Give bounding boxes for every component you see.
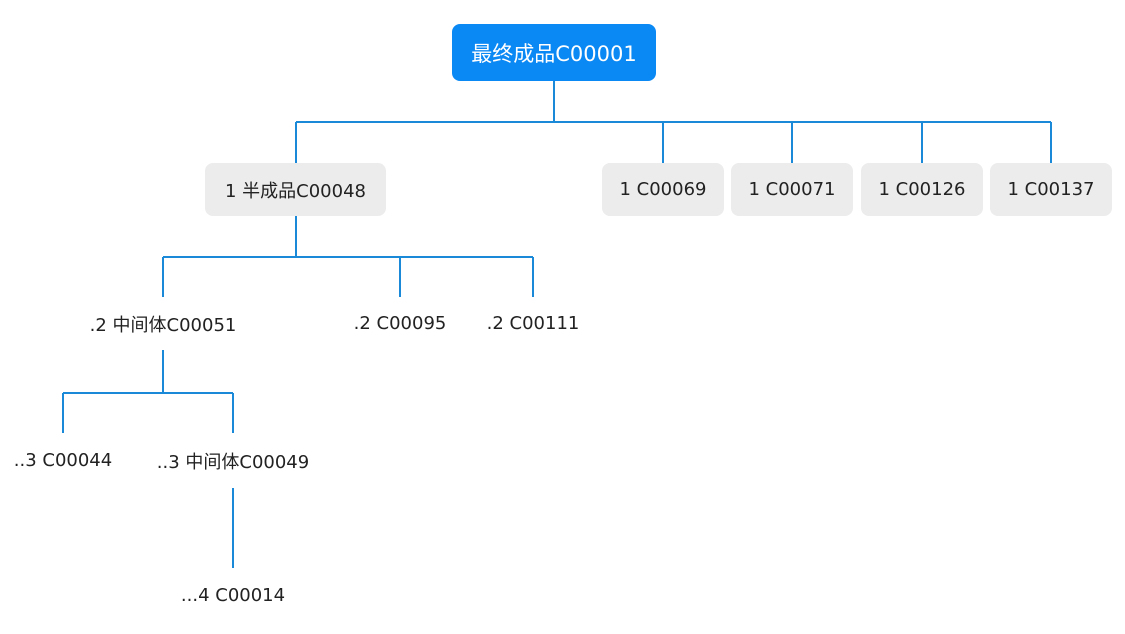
node-level2[interactable]: .2 C00095 — [353, 313, 447, 334]
node-level3[interactable]: ..3 C00044 — [13, 450, 113, 471]
node-root[interactable]: 最终成品C00001 — [452, 24, 656, 81]
node-level1[interactable]: 1 C00069 — [602, 163, 724, 216]
connector-c00048-to-level2 — [162, 216, 534, 297]
connector-root-to-level1 — [295, 81, 1052, 163]
connector-c00051-to-level3 — [62, 350, 234, 433]
node-level1[interactable]: 1 C00137 — [990, 163, 1112, 216]
node-level1[interactable]: 1 C00126 — [861, 163, 983, 216]
node-level1[interactable]: 1 C00071 — [731, 163, 853, 216]
node-level2[interactable]: .2 中间体C00051 — [89, 314, 237, 336]
node-level1[interactable]: 1 半成品C00048 — [205, 163, 386, 216]
node-level4[interactable]: ...4 C00014 — [180, 584, 286, 606]
node-level3[interactable]: ..3 中间体C00049 — [156, 451, 310, 473]
node-level2[interactable]: .2 C00111 — [486, 313, 580, 334]
